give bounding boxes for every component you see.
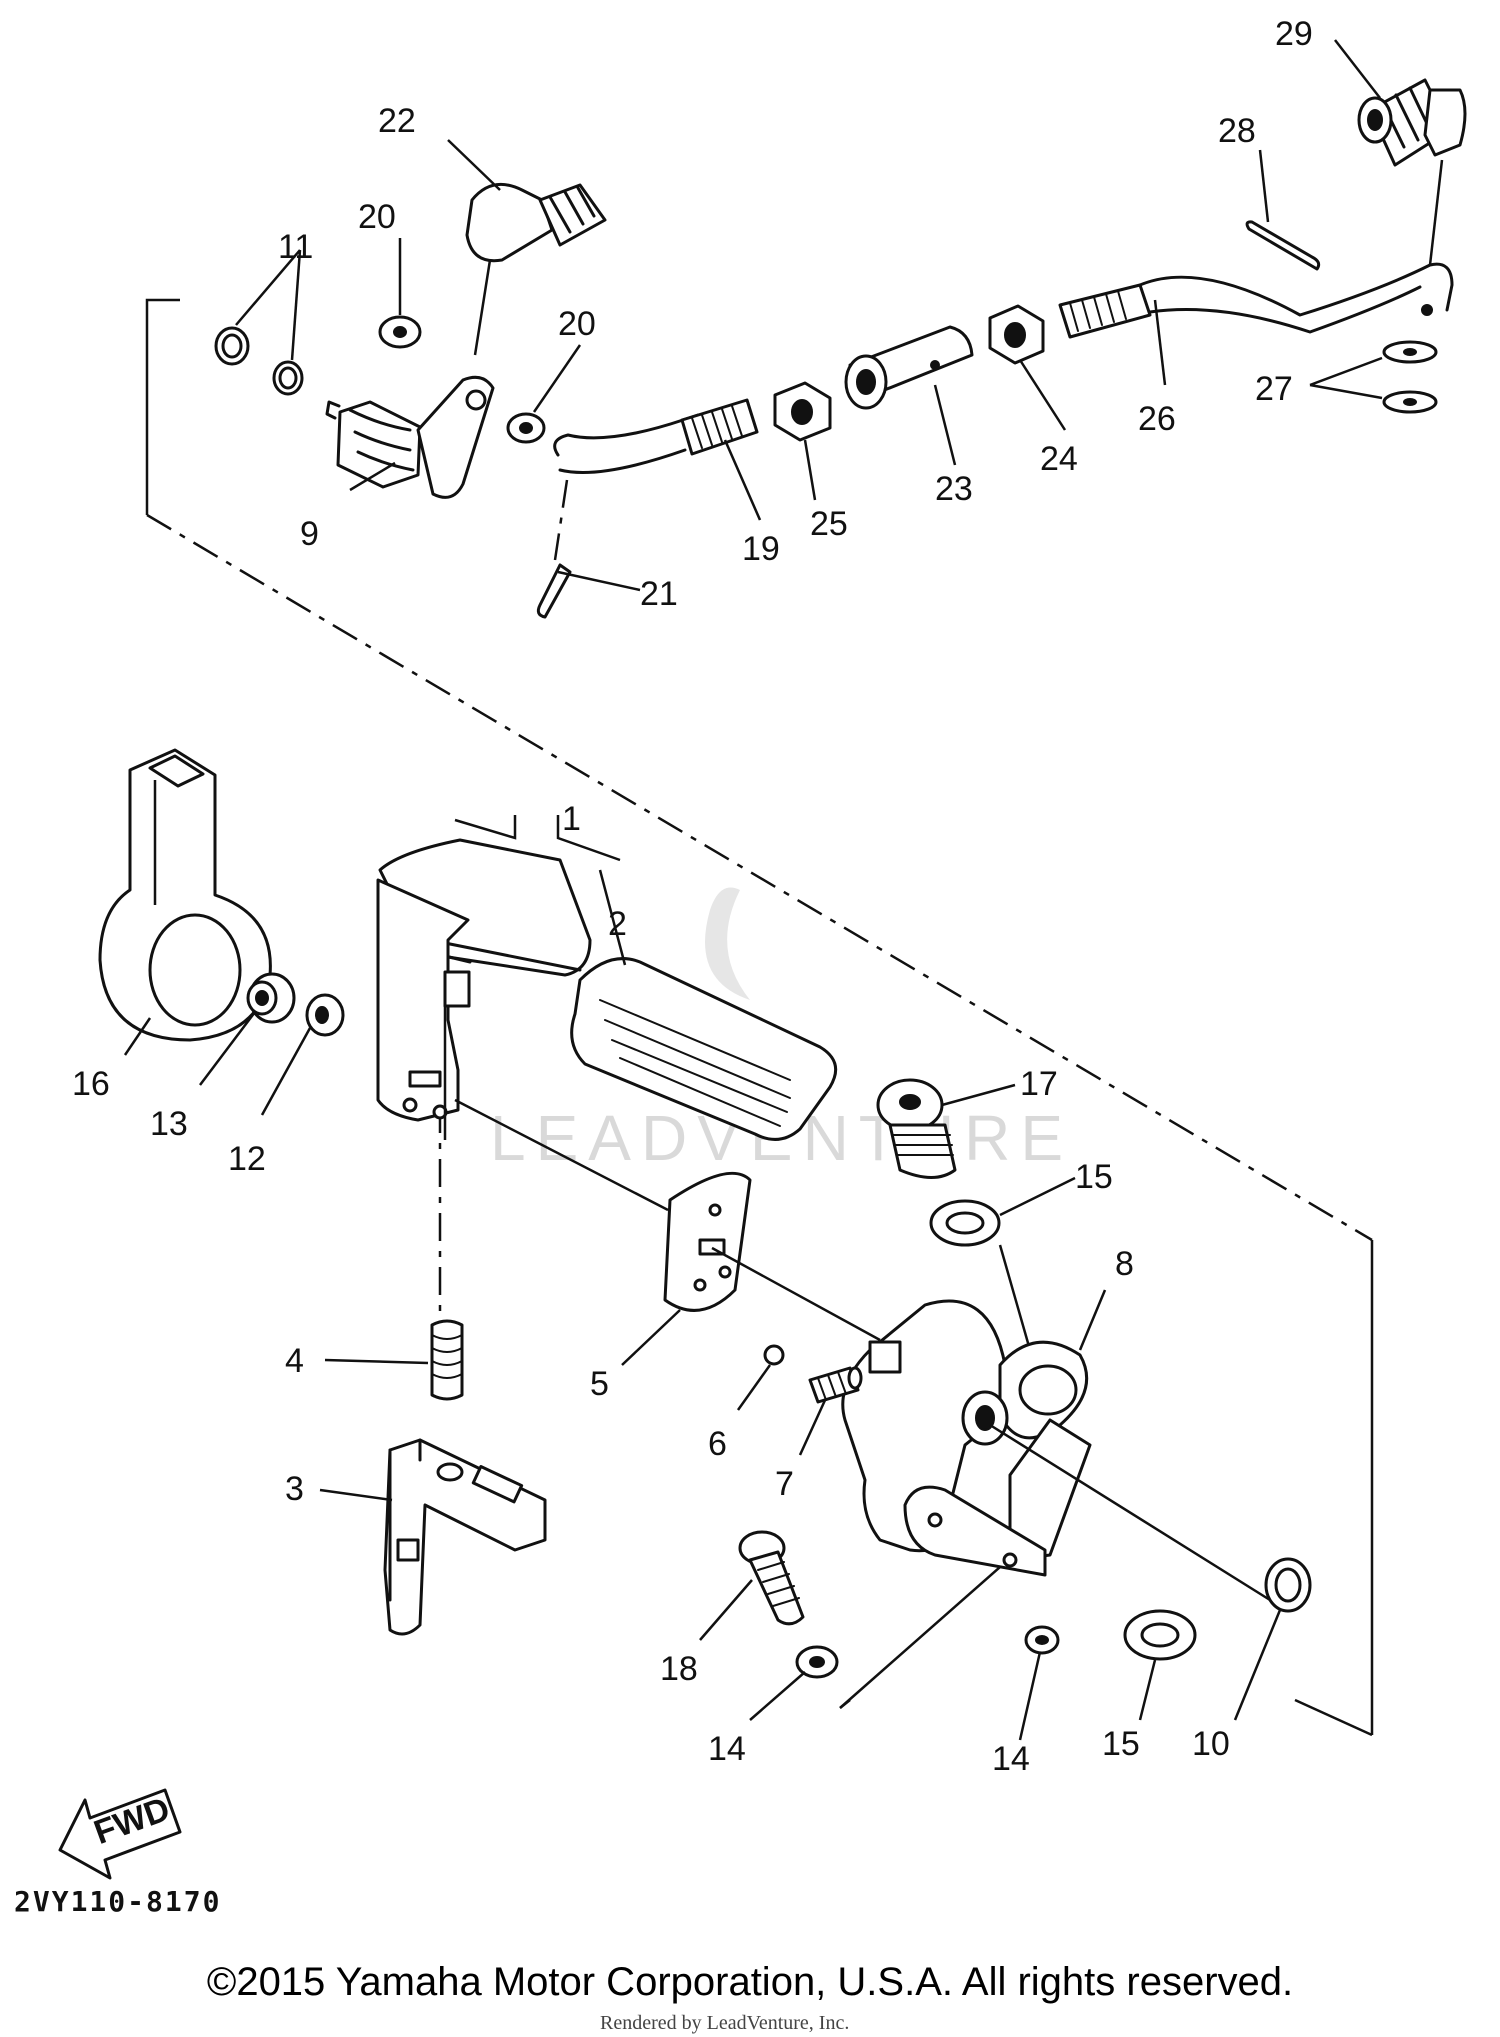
callout-7: 7 <box>775 1465 794 1503</box>
callout-18: 18 <box>660 1650 698 1688</box>
washer-12 <box>305 993 345 1037</box>
shift-rod-26 <box>1058 159 1454 339</box>
plate-5 <box>454 1098 881 1342</box>
callout-24: 24 <box>1040 440 1078 478</box>
o-ring-11 <box>214 326 304 396</box>
washer-15-upper <box>929 1199 1032 1351</box>
shift-lever-9 <box>325 375 495 499</box>
callout-1: 1 <box>562 800 581 838</box>
ball-6 <box>763 1344 785 1366</box>
callout-11: 11 <box>278 228 313 266</box>
bracket-8 <box>841 1299 1271 1602</box>
callout-23: 23 <box>935 470 973 508</box>
callouts: 29 28 22 20 11 20 27 26 24 23 25 19 9 21… <box>72 15 1313 1778</box>
bolt-18 <box>738 1530 805 1626</box>
diagram-code: 2VY110-8170 <box>14 1885 222 1918</box>
callout-17: 17 <box>1020 1065 1058 1103</box>
callout-15-upper: 15 <box>1075 1158 1113 1196</box>
callout-2: 2 <box>608 905 627 943</box>
cotter-pin-28 <box>1245 220 1321 271</box>
callout-22: 22 <box>378 102 416 140</box>
callout-8: 8 <box>1115 1245 1134 1283</box>
callout-12: 12 <box>228 1140 266 1178</box>
spring-7 <box>808 1366 863 1404</box>
copyright-text: ©2015 Yamaha Motor Corporation, U.S.A. A… <box>206 1960 1294 2004</box>
callout-5: 5 <box>590 1365 609 1403</box>
rendered-by-text: Rendered by LeadVenture, Inc. <box>600 2012 850 2034</box>
washer-14-left <box>795 1645 839 1679</box>
nut-24 <box>988 304 1045 365</box>
washer-20 <box>378 315 546 444</box>
callout-9: 9 <box>300 515 319 553</box>
callout-4: 4 <box>285 1342 304 1380</box>
callout-20-upper: 20 <box>358 198 396 236</box>
boot-22 <box>465 182 607 356</box>
joint-23 <box>844 325 974 410</box>
callout-10: 10 <box>1192 1725 1230 1763</box>
callout-21: 21 <box>640 575 678 613</box>
callout-20-lower: 20 <box>558 305 596 343</box>
washer-10 <box>1264 1557 1312 1613</box>
callout-14-left: 14 <box>708 1730 746 1768</box>
washer-15-lower <box>1123 1609 1197 1661</box>
callout-6: 6 <box>708 1425 727 1463</box>
shift-rod-19 <box>553 398 759 561</box>
callout-19: 19 <box>742 530 780 568</box>
callout-leaders <box>123 39 1383 1741</box>
boot-29 <box>1357 78 1467 167</box>
washer-14-right <box>1024 1625 1060 1655</box>
callout-14-right: 14 <box>992 1740 1030 1778</box>
cover-16 <box>98 748 272 1042</box>
callout-15-lower: 15 <box>1102 1725 1140 1763</box>
grommet-13 <box>246 972 296 1024</box>
callout-26: 26 <box>1138 400 1176 438</box>
cotter-pin-21 <box>536 563 572 619</box>
shift-arm-3 <box>383 1438 547 1636</box>
bolt-17 <box>876 1078 957 1179</box>
callout-27: 27 <box>1255 370 1293 408</box>
callout-3: 3 <box>285 1470 304 1508</box>
callout-13: 13 <box>150 1105 188 1143</box>
callout-28: 28 <box>1218 112 1256 150</box>
spring-4 <box>430 1319 464 1401</box>
fwd-arrow-icon: FWD <box>58 1788 182 1880</box>
callout-29: 29 <box>1275 15 1313 53</box>
washer-27 <box>1382 340 1438 414</box>
callout-25: 25 <box>810 505 848 543</box>
shift-handle-1 <box>376 838 592 1140</box>
callout-16: 16 <box>72 1065 110 1103</box>
nut-25 <box>773 381 832 442</box>
